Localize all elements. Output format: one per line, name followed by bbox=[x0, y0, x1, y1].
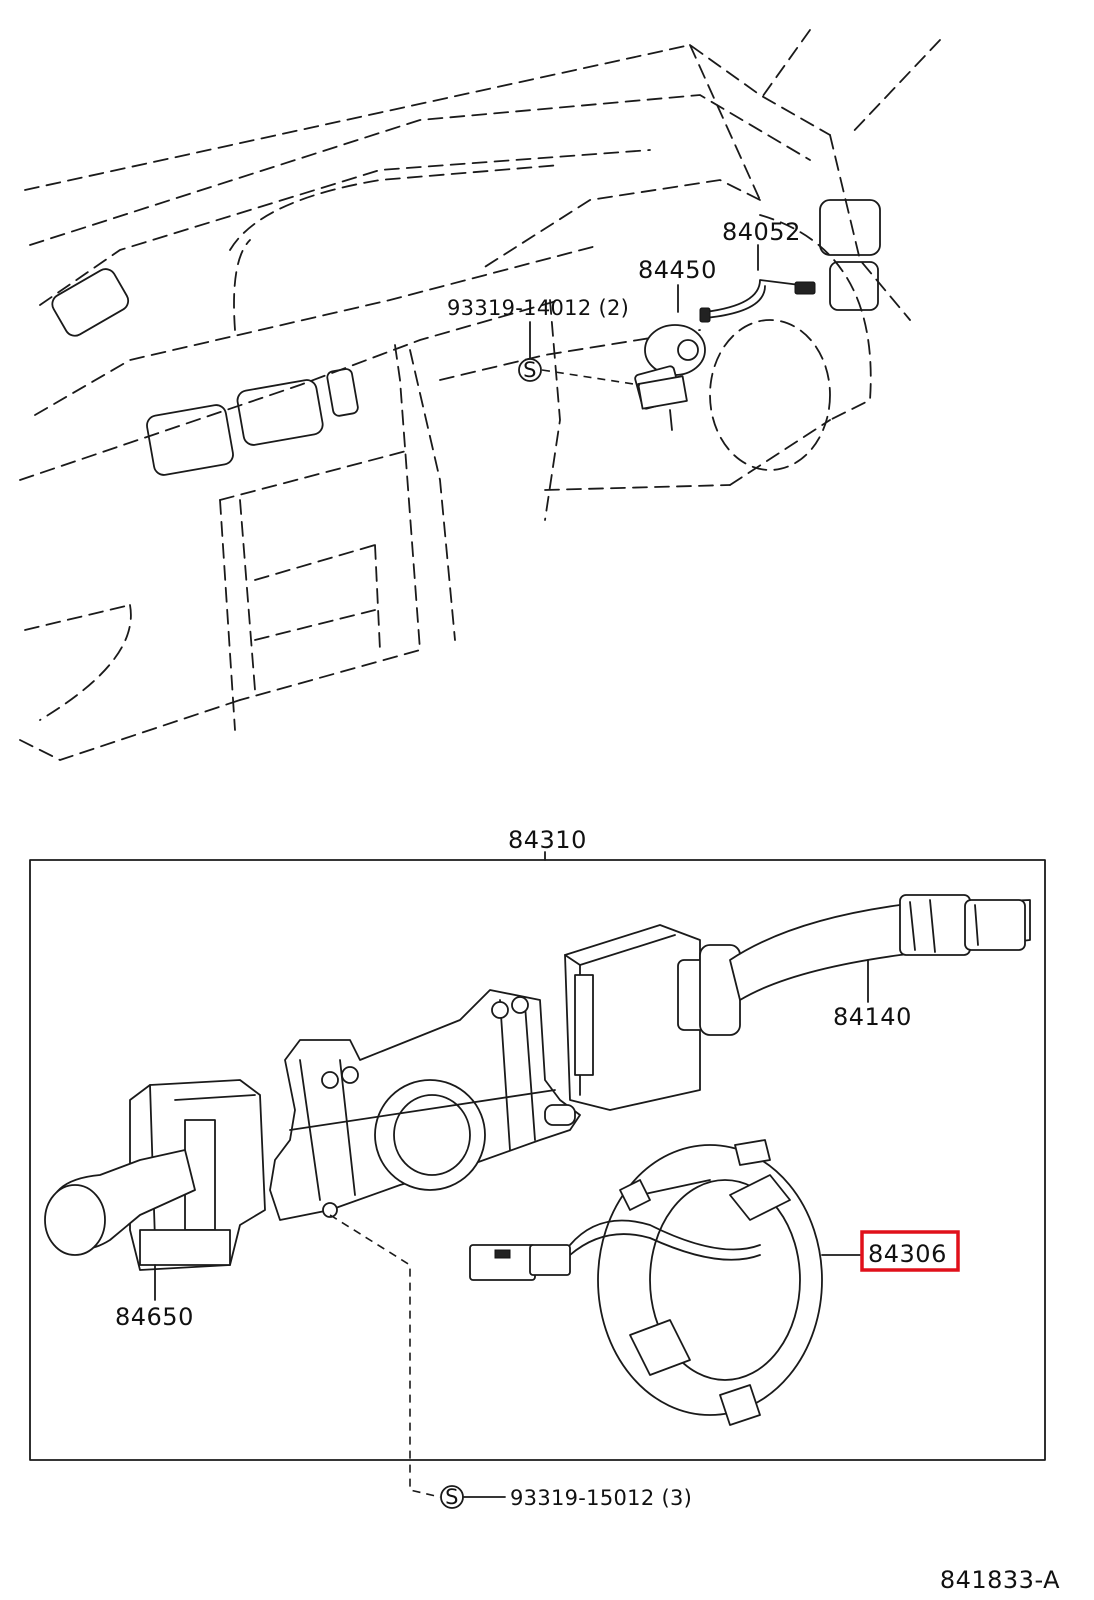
label-84052: 84052 bbox=[722, 218, 801, 246]
figure-id: 841833-A bbox=[940, 1566, 1060, 1594]
label-93319-15012: 93319-15012 (3) bbox=[510, 1486, 692, 1510]
screw-top: S bbox=[518, 321, 641, 386]
spiral-cable-84306 bbox=[469, 1139, 861, 1426]
label-84650: 84650 bbox=[115, 1303, 194, 1331]
wiper-switch-84650 bbox=[44, 1079, 266, 1301]
highlight-box bbox=[860, 1230, 960, 1272]
label-84306: 84306 bbox=[868, 1240, 947, 1268]
label-84310: 84310 bbox=[508, 826, 587, 854]
key-interlock-84052 bbox=[699, 244, 816, 323]
label-84450: 84450 bbox=[638, 256, 717, 284]
dashboard-outline bbox=[19, 29, 941, 761]
turn-signal-switch-84140 bbox=[564, 894, 1031, 1111]
switch-bracket bbox=[269, 989, 581, 1221]
screw-symbol-bottom: S bbox=[445, 1485, 459, 1509]
label-84140: 84140 bbox=[833, 1003, 912, 1031]
label-93319-14012: 93319-14012 (2) bbox=[447, 296, 629, 320]
ignition-switch-84450 bbox=[634, 284, 706, 431]
assembly-frame-84310 bbox=[29, 859, 1046, 1461]
screw-bottom: S bbox=[329, 1214, 506, 1509]
screw-symbol-top: S bbox=[523, 358, 537, 382]
